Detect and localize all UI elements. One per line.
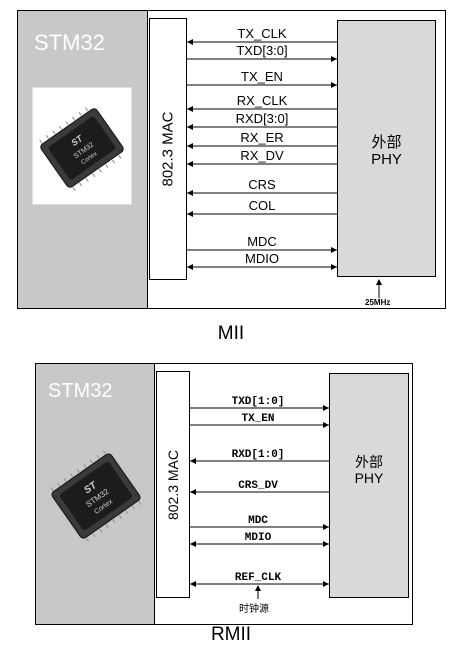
signal-label: MDC xyxy=(248,515,268,527)
rmii-chip-image: ST STM32 Cortex xyxy=(50,450,142,542)
mii-signal-mdc: MDC xyxy=(187,234,337,253)
signal-label: CRS_DV xyxy=(238,480,278,492)
signal-label: TXD[1:0] xyxy=(232,396,285,408)
rmii-signal-ref-clk: REF_CLK xyxy=(190,572,329,587)
mii-mac-block: 802.3 MAC xyxy=(149,18,187,280)
mii-clock-note: 25MHz xyxy=(365,298,391,307)
mii-diagram-frame: STM32 ST STM32 Cortex 802.3 MAC 外部 xyxy=(17,10,446,309)
signal-label: RX_ER xyxy=(240,130,283,145)
rmii-clock-note: 时钟源 xyxy=(239,604,269,615)
signal-label: RX_CLK xyxy=(237,93,288,108)
arrow-head xyxy=(323,581,329,587)
mii-phy-label-cn: 外部 xyxy=(371,134,402,151)
rmii-phy-label-en: PHY xyxy=(354,470,384,486)
arrow-head xyxy=(190,541,196,547)
rmii-diagram-frame: STM32 ST STM32 Cortex 802.3 MAC 外部 PHY T… xyxy=(35,363,413,625)
mii-signal-txd-3-0: TXD[3:0] xyxy=(187,43,337,62)
arrow-head xyxy=(187,39,193,45)
arrow-head xyxy=(323,524,329,530)
arrow-head xyxy=(190,581,196,587)
signal-label: COL xyxy=(249,198,276,213)
arrow-head xyxy=(187,264,193,270)
rmii-signal-rxd-1-0: RXD[1:0] xyxy=(190,449,329,464)
rmii-stm32-block: STM32 ST STM32 Cortex xyxy=(36,364,155,624)
mii-caption: MII xyxy=(217,323,245,344)
arrow-head xyxy=(187,106,193,112)
signal-label: REF_CLK xyxy=(235,572,282,584)
signal-label: MDIO xyxy=(245,532,272,544)
signal-label: TX_EN xyxy=(241,413,274,425)
mii-signal-crs: CRS xyxy=(187,177,337,196)
mii-signal-tx-en: TX_EN xyxy=(187,69,337,88)
rmii-signal-txd-1-0: TXD[1:0] xyxy=(190,396,329,411)
mii-stm32-block: STM32 ST STM32 Cortex xyxy=(18,11,148,308)
mii-signal-rx-dv: RX_DV xyxy=(187,148,337,167)
signal-label: RXD[3:0] xyxy=(236,111,289,126)
mii-signal-rx-clk: RX_CLK xyxy=(187,93,337,112)
arrow-head xyxy=(323,422,329,428)
arrow-head xyxy=(323,405,329,411)
mii-signal-rxd-3-0: RXD[3:0] xyxy=(187,111,337,130)
signal-label: RXD[1:0] xyxy=(232,449,285,461)
arrow-head xyxy=(187,190,193,196)
arrow-head xyxy=(331,82,337,88)
arrow-head xyxy=(323,541,329,547)
rmii-stm32-title: STM32 xyxy=(48,380,113,402)
rmii-clock-arrow xyxy=(255,585,261,599)
signal-label: TX_CLK xyxy=(237,26,286,41)
rmii-phy-block: 外部 PHY xyxy=(329,373,409,598)
rmii-mac-block: 802.3 MAC xyxy=(156,371,190,598)
rmii-signal-tx-en: TX_EN xyxy=(190,413,329,428)
mii-chip-image-frame: ST STM32 Cortex xyxy=(32,87,132,205)
mii-signal-col: COL xyxy=(187,198,337,217)
mii-signal-lines: TX_CLK TXD[3:0] TX_EN RX_CLK RXD[3:0] RX_ER RX… xyxy=(187,26,337,270)
arrow-head xyxy=(187,143,193,149)
signal-label: TXD[3:0] xyxy=(236,43,287,58)
mii-stm32-title: STM32 xyxy=(34,30,105,55)
arrow-head xyxy=(190,458,196,464)
arrow-head xyxy=(190,489,196,495)
rmii-signal-crs-dv: CRS_DV xyxy=(190,480,329,495)
arrow-head xyxy=(331,56,337,62)
arrow-head xyxy=(187,211,193,217)
mii-chip-image: ST STM32 Cortex xyxy=(39,107,124,191)
mii-phy-block: 外部 PHY xyxy=(337,20,436,277)
arrow-head xyxy=(187,161,193,167)
arrow-head xyxy=(331,247,337,253)
signal-label: RX_DV xyxy=(240,148,284,163)
mii-signal-rx-er: RX_ER xyxy=(187,130,337,149)
rmii-signal-mdio: MDIO xyxy=(190,532,329,547)
rmii-signal-mdc: MDC xyxy=(190,515,329,530)
mii-signal-mdio: MDIO xyxy=(187,251,337,270)
signal-label: MDC xyxy=(247,234,277,249)
arrow-head xyxy=(187,124,193,130)
mii-phy-label-en: PHY xyxy=(371,151,402,168)
mii-signal-tx-clk: TX_CLK xyxy=(187,26,337,45)
arrow-head xyxy=(331,264,337,270)
rmii-phy-label-cn: 外部 xyxy=(355,454,383,470)
signal-label: MDIO xyxy=(245,251,279,266)
signal-label: TX_EN xyxy=(241,69,283,84)
rmii-caption: RMII xyxy=(210,624,252,645)
signal-label: CRS xyxy=(248,177,276,192)
rmii-signal-lines: TXD[1:0] TX_EN RXD[1:0] CRS_DV MDC MDIO REF_CL… xyxy=(190,396,329,587)
mii-clock-arrow xyxy=(376,279,382,298)
